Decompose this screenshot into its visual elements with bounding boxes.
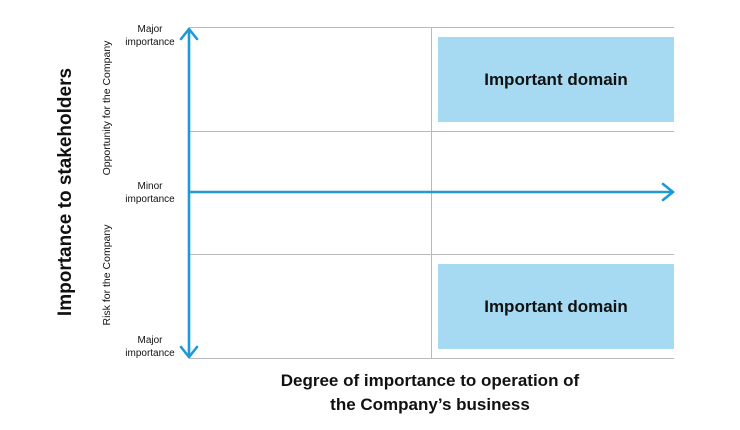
y-axis-down-arrow-icon bbox=[179, 345, 199, 359]
x-axis-right-arrow-icon bbox=[661, 182, 675, 202]
y-axis-opportunity-label: Opportunity for the Company bbox=[101, 40, 113, 176]
important-domain-upper: Important domain bbox=[438, 37, 674, 122]
tick-major-importance-top: Major importance bbox=[125, 24, 175, 48]
y-axis-risk-label: Risk for the Company bbox=[101, 224, 113, 326]
y-axis-up-arrow-icon bbox=[179, 27, 199, 41]
important-domain-upper-label: Important domain bbox=[484, 69, 628, 89]
important-domain-lower: Important domain bbox=[438, 264, 674, 349]
x-axis-title-line-1: Degree of importance to operation of bbox=[280, 371, 580, 390]
important-domain-lower-label: Important domain bbox=[484, 296, 628, 316]
y-axis-title: Importance to stakeholders bbox=[55, 67, 76, 317]
tick-major-importance-bottom: Major importance bbox=[125, 335, 175, 359]
x-axis-title: Degree of importance to operation of the… bbox=[200, 369, 660, 417]
grid-line-bottom bbox=[189, 358, 674, 359]
x-axis-title-line-2: the Company’s business bbox=[330, 395, 530, 414]
tick-minor-importance: Minor importance bbox=[125, 181, 175, 205]
